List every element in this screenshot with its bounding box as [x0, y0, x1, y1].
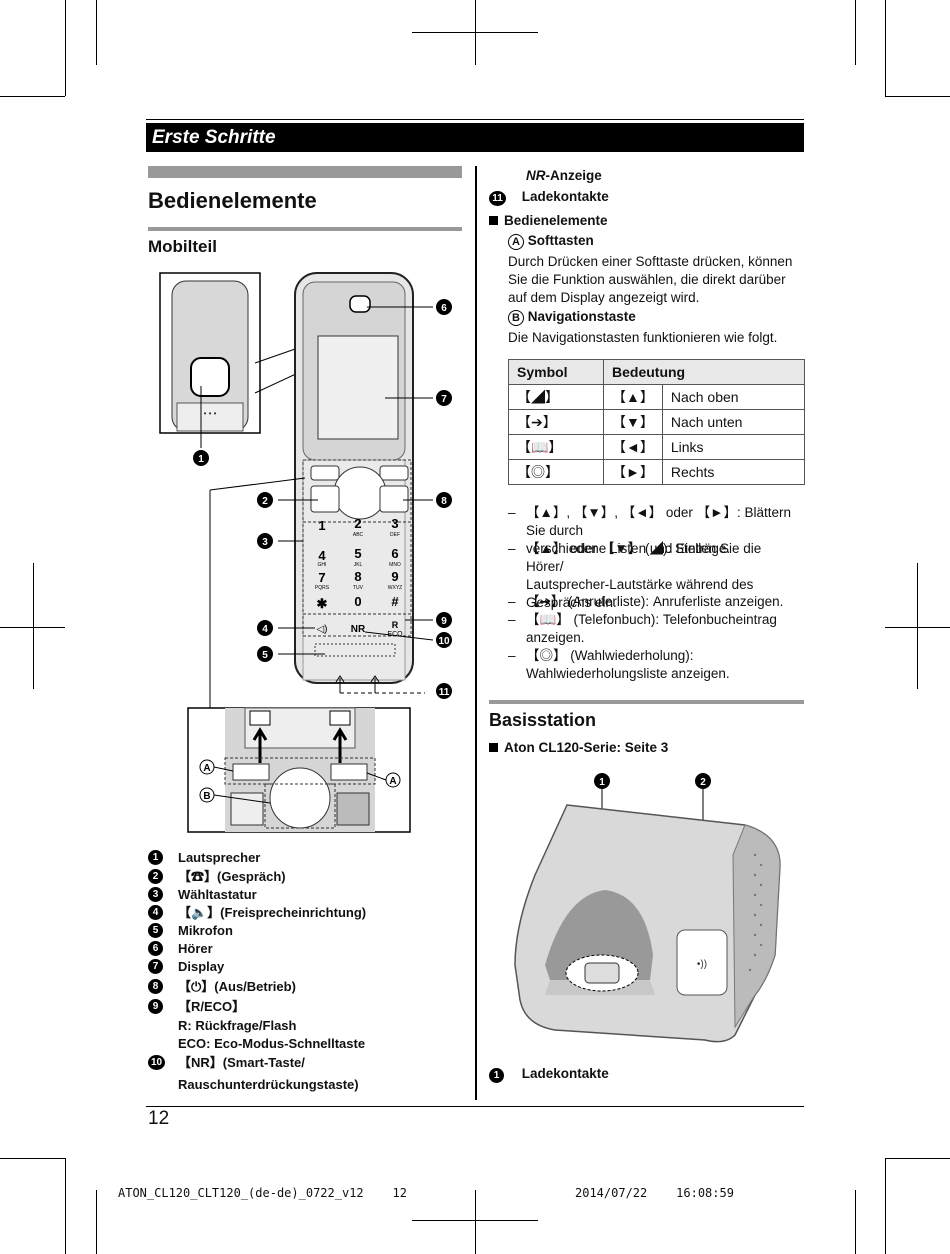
svg-text:8: 8	[441, 496, 447, 507]
softtasten-label: A Softtasten	[508, 233, 594, 250]
svg-text:4: 4	[262, 624, 268, 635]
crop-mark	[475, 0, 476, 65]
crop-mark	[885, 1158, 950, 1159]
svg-text:7: 7	[441, 394, 447, 405]
svg-text:1: 1	[599, 777, 605, 788]
number-1-icon: 1	[489, 1068, 504, 1083]
basisstation-title: Basisstation	[489, 710, 597, 730]
crop-mark	[885, 96, 950, 97]
svg-text:DEF: DEF	[390, 532, 400, 538]
table-row: 【◢】【▲】Nach oben	[508, 384, 806, 410]
svg-text:JKL: JKL	[354, 562, 363, 568]
svg-text:◁): ◁)	[316, 624, 327, 635]
footer-file-info: ATON_CL120_CLT120_(de-de)_0722_v12 12	[118, 1186, 407, 1200]
softtasten-text: Durch Drücken einer Softtaste drücken, k…	[508, 254, 793, 305]
navigation-table: Symbol Bedeutung 【◢】【▲】Nach oben 【➔】【▼】N…	[508, 359, 806, 485]
svg-text:GHI: GHI	[318, 562, 327, 568]
svg-text:R: R	[392, 620, 399, 630]
crop-mark	[65, 1158, 66, 1254]
svg-text:3: 3	[391, 516, 398, 531]
svg-text:6: 6	[391, 546, 398, 561]
base-station-illustration: 1 2 •))	[514, 773, 781, 1043]
svg-text:3: 3	[262, 537, 268, 548]
svg-text:A: A	[203, 763, 210, 774]
svg-text:A: A	[389, 776, 396, 787]
table-header-row: Symbol Bedeutung	[508, 359, 805, 385]
svg-text:MNO: MNO	[389, 562, 401, 568]
navigation-label: B Navigationstaste	[508, 309, 636, 326]
svg-text:1: 1	[198, 454, 204, 465]
svg-text:10: 10	[438, 636, 450, 647]
table-row: 【◎】【►】Rechts	[508, 459, 806, 485]
crop-mark	[65, 0, 66, 96]
square-bullet-icon	[489, 743, 498, 752]
column-divider	[475, 166, 477, 1100]
footer-timestamp: 2014/07/22 16:08:59	[575, 1186, 734, 1200]
crop-mark	[0, 627, 65, 628]
svg-text:1: 1	[318, 518, 325, 533]
basis-series-ref: Aton CL120-Serie: Seite 3	[489, 740, 668, 755]
crop-mark	[917, 563, 918, 689]
crop-mark	[475, 1190, 476, 1254]
svg-text:7: 7	[318, 570, 325, 585]
svg-text:2: 2	[354, 516, 361, 531]
basis-item-1: 1 Ladekontakte	[489, 1066, 609, 1083]
svg-text:5: 5	[262, 650, 268, 661]
svg-text:5: 5	[354, 546, 361, 561]
svg-text:ABC: ABC	[353, 532, 364, 538]
svg-text:6: 6	[441, 303, 447, 314]
header-rule	[146, 119, 804, 120]
table-row: 【➔】【▼】Nach unten	[508, 409, 806, 435]
svg-text:11: 11	[439, 687, 450, 698]
crop-mark	[855, 1190, 856, 1254]
crop-mark	[855, 0, 856, 65]
svg-text:TUV: TUV	[353, 585, 364, 591]
title-underline	[148, 227, 462, 231]
svg-text:8: 8	[354, 569, 361, 584]
handset-illustration: • • • 1 2 3 4 5 6 7 8 9 ✱ 0 # ABC DEF GHI JKL MNO P…	[159, 272, 452, 833]
crop-mark	[0, 96, 65, 97]
page-number: 12	[148, 1108, 170, 1129]
svg-text:B: B	[203, 791, 210, 802]
svg-text:#: #	[391, 594, 399, 609]
svg-text:9: 9	[391, 569, 398, 584]
svg-text:• • •: • • •	[204, 409, 217, 418]
svg-text:2: 2	[700, 777, 706, 788]
navigation-text: Die Navigationstasten funktionieren wie …	[508, 330, 778, 345]
bedienelemente-heading: Bedienelemente	[489, 213, 608, 228]
circled-b-icon: B	[508, 310, 524, 326]
square-bullet-icon	[489, 216, 498, 225]
nr-icon: NR	[526, 168, 546, 183]
svg-text:PQRS: PQRS	[315, 585, 330, 591]
svg-text:NR: NR	[351, 624, 366, 635]
section-header-bar	[146, 123, 804, 152]
svg-text:9: 9	[441, 616, 447, 627]
svg-text:•)): •))	[697, 959, 707, 970]
number-11-icon: 11	[489, 191, 506, 206]
nr-indicator: NR-Anzeige	[526, 168, 602, 183]
svg-text:WXYZ: WXYZ	[388, 585, 402, 591]
crop-mark	[96, 1190, 97, 1254]
title-rule	[148, 166, 462, 178]
footer-rule	[146, 1106, 804, 1107]
page-title: Bedienelemente	[148, 188, 317, 213]
crop-mark	[96, 0, 97, 65]
circled-a-icon: A	[508, 234, 524, 250]
svg-text:ECO: ECO	[387, 631, 403, 638]
svg-text:2: 2	[262, 496, 268, 507]
crop-mark	[885, 0, 886, 96]
subtitle-mobilteil: Mobilteil	[148, 237, 217, 256]
crop-mark	[0, 1158, 65, 1159]
item-11: 11 Ladekontakte	[489, 189, 609, 206]
svg-text:✱: ✱	[317, 596, 328, 611]
svg-text:4: 4	[318, 548, 326, 563]
svg-text:0: 0	[354, 594, 361, 609]
crop-mark	[33, 563, 34, 689]
basis-rule	[489, 700, 804, 704]
table-row: 【📖】【◄】Links	[508, 434, 806, 460]
crop-mark	[885, 1158, 886, 1254]
section-header-title: Erste Schritte	[152, 127, 276, 148]
